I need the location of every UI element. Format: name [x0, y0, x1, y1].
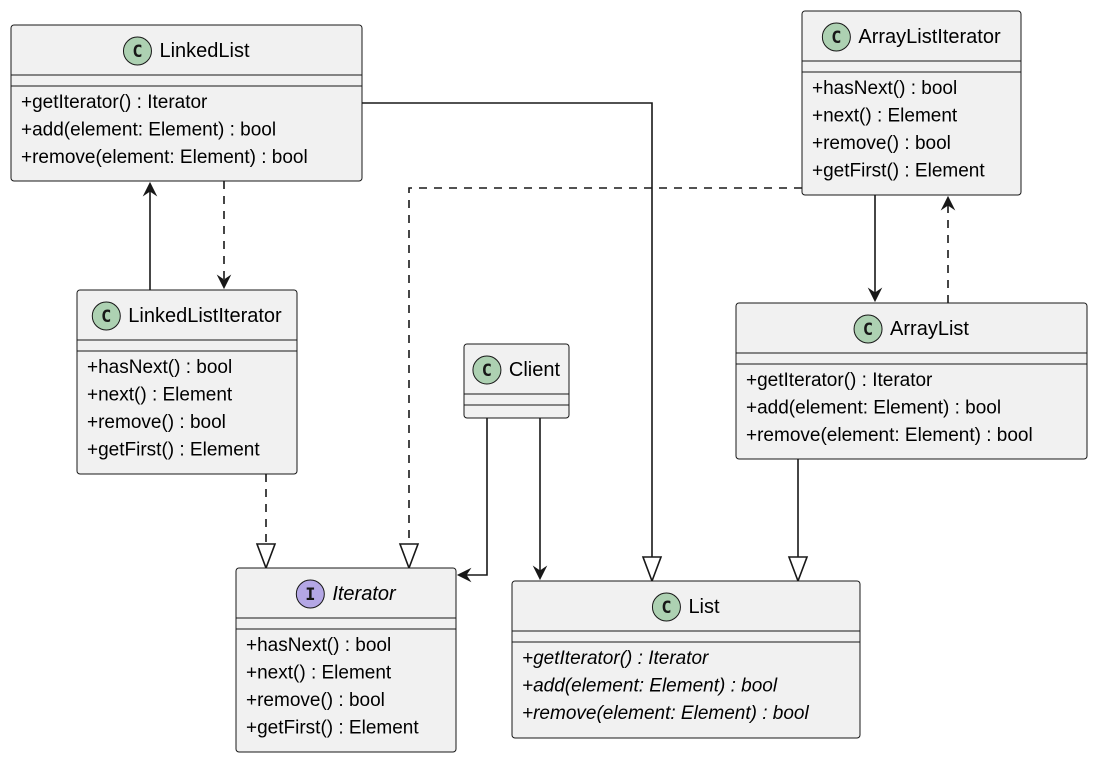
class-box-linkedlist: LinkedList C +getIterator() : Iterator +add…: [10, 24, 363, 182]
class-box-list: List C +getIterator() : Iterator +add(eleme…: [511, 580, 861, 739]
stereotype-letter: I: [305, 585, 315, 605]
class-box-border: [801, 10, 1022, 196]
class-box-client: Client C: [463, 343, 570, 419]
class-name: Client: [509, 359, 561, 381]
edge-linkedlistiterator-to-linkedlist: [142, 181, 158, 290]
stereotype-letter: C: [831, 28, 841, 48]
stereotype-letter: C: [482, 361, 492, 381]
stereotype-letter: C: [132, 42, 142, 62]
interface-stereotype-icon: [295, 579, 325, 609]
association-arrowhead: [867, 287, 883, 303]
method-signature: +next() : Element: [246, 663, 392, 684]
method-signature: +getFirst() : Element: [87, 440, 260, 461]
method-signature: +hasNext() : bool: [87, 357, 232, 378]
method-signature: +getFirst() : Element: [812, 161, 985, 182]
class-box-border: [511, 580, 861, 739]
class-stereotype-icon: [91, 301, 121, 331]
relation-line: [362, 102, 653, 557]
relations-layer: [142, 102, 956, 584]
class-stereotype-icon: [821, 22, 851, 52]
method-signature: +add(element: Element) : bool: [522, 676, 778, 697]
method-signature: +getIterator() : Iterator: [746, 370, 933, 391]
stereotype-letter: C: [101, 307, 111, 327]
association-arrowhead: [532, 565, 548, 581]
inheritance-arrowhead: [255, 543, 277, 571]
stereotype-letter: C: [863, 320, 873, 340]
method-signature: +remove(element: Element) : bool: [21, 147, 308, 168]
class-box-linkedlistiterator: LinkedListIterator C +hasNext() : bool +nex…: [76, 289, 298, 475]
edge-linkedlist-to-linkedlistiterator: [216, 181, 232, 290]
inheritance-arrowhead: [398, 543, 420, 571]
class-box-arraylist: ArrayList C +getIterator() : Iterator +add(…: [735, 302, 1088, 460]
class-name: List: [688, 596, 720, 618]
method-signature: +add(element: Element) : bool: [21, 120, 276, 141]
class-box-iterator: Iterator I +hasNext() : bool +next() : Elem…: [235, 567, 457, 753]
stereotype-letter: C: [661, 598, 671, 618]
method-signature: +hasNext() : bool: [812, 78, 957, 99]
edge-arraylist-to-list: [787, 459, 809, 584]
class-name: ArrayList: [890, 318, 969, 340]
method-signature: +getFirst() : Element: [246, 718, 419, 739]
class-box-border: [735, 302, 1088, 460]
class-stereotype-icon: [472, 355, 502, 385]
edge-linkedlistiterator-to-iterator: [255, 474, 277, 571]
edge-client-to-list: [532, 418, 548, 581]
edge-arraylistiterator-to-arraylist: [867, 195, 883, 303]
method-signature: +getIterator() : Iterator: [21, 92, 208, 113]
method-signature: +getIterator() : Iterator: [522, 648, 709, 669]
class-stereotype-icon: [651, 592, 681, 622]
method-signature: +remove() : bool: [87, 412, 226, 433]
edge-client-to-iterator: [456, 418, 488, 583]
method-signature: +next() : Element: [87, 385, 233, 406]
inheritance-arrowhead: [641, 556, 663, 584]
class-stereotype-icon: [853, 314, 883, 344]
method-signature: +hasNext() : bool: [246, 635, 391, 656]
method-signature: +remove() : bool: [812, 133, 951, 154]
inheritance-arrowhead: [787, 556, 809, 584]
association-arrowhead: [216, 274, 232, 290]
method-signature: +remove(element: Element) : bool: [522, 703, 809, 724]
association-arrowhead: [142, 181, 158, 197]
class-box-border: [235, 567, 457, 753]
class-box-border: [10, 24, 363, 182]
method-signature: +add(element: Element) : bool: [746, 398, 1001, 419]
class-stereotype-icon: [122, 36, 152, 66]
class-box-arraylistiterator: ArrayListIterator C +hasNext() : bool +next…: [801, 10, 1022, 196]
method-signature: +remove(element: Element) : bool: [746, 425, 1033, 446]
class-name: LinkedListIterator: [128, 305, 282, 327]
class-name: ArrayListIterator: [858, 26, 1001, 48]
relation-line: [408, 187, 802, 544]
class-name: Iterator: [332, 583, 397, 605]
class-name: LinkedList: [159, 40, 250, 62]
relation-line: [466, 418, 488, 576]
association-arrowhead: [456, 567, 472, 583]
association-arrowhead: [940, 195, 956, 211]
method-signature: +next() : Element: [812, 106, 958, 127]
edge-arraylist-to-arraylistiterator: [940, 195, 956, 303]
edge-arraylistiterator-to-iterator: [398, 187, 802, 571]
class-box-border: [76, 289, 298, 475]
edge-linkedlist-to-list: [362, 102, 663, 584]
method-signature: +remove() : bool: [246, 690, 385, 711]
